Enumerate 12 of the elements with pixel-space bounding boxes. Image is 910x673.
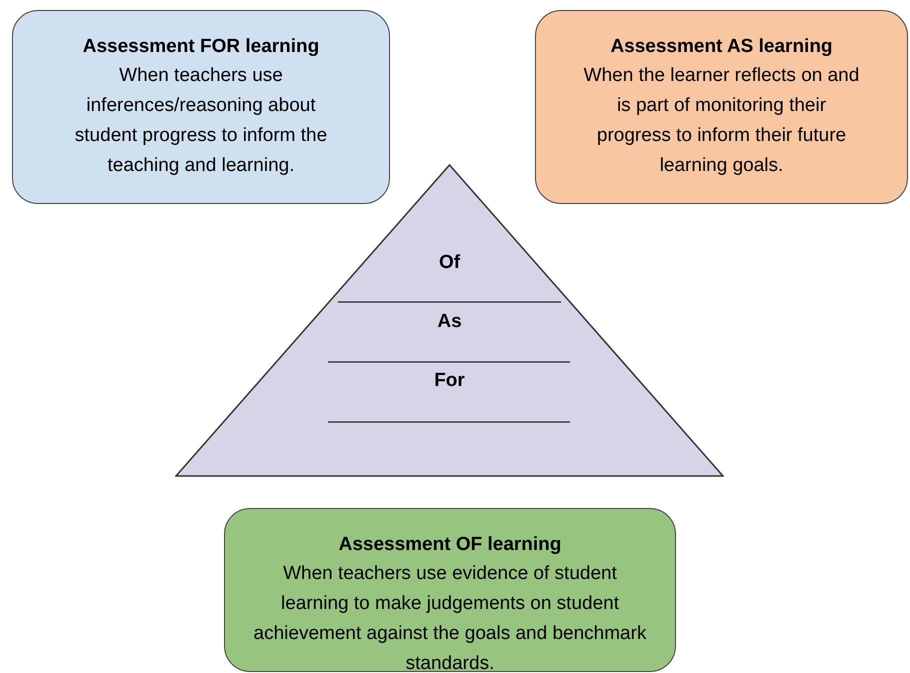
card-description: When the learner reflects on and is part of monitoring their progress to inform their future learning goals. — [582, 64, 860, 178]
card-heading: Assessment AS learning — [609, 35, 834, 59]
card-description: When teachers use inferences/reasoning about student progress to inform the teaching and learning. — [74, 64, 328, 178]
pyramid-level-label: As — [437, 311, 462, 333]
text-card — [224, 508, 676, 672]
text-card — [12, 10, 390, 204]
card-heading: Assessment FOR learning — [82, 35, 320, 59]
pyramid-level-label: Of — [438, 252, 460, 274]
card-heading: Assessment OF learning — [338, 533, 562, 557]
text-card — [535, 10, 908, 204]
pyramid-level-label: For — [434, 370, 465, 392]
card-description: When teachers use evidence of student learning to make judgements on student achievement against the goals and benchmark standards. — [253, 562, 647, 673]
